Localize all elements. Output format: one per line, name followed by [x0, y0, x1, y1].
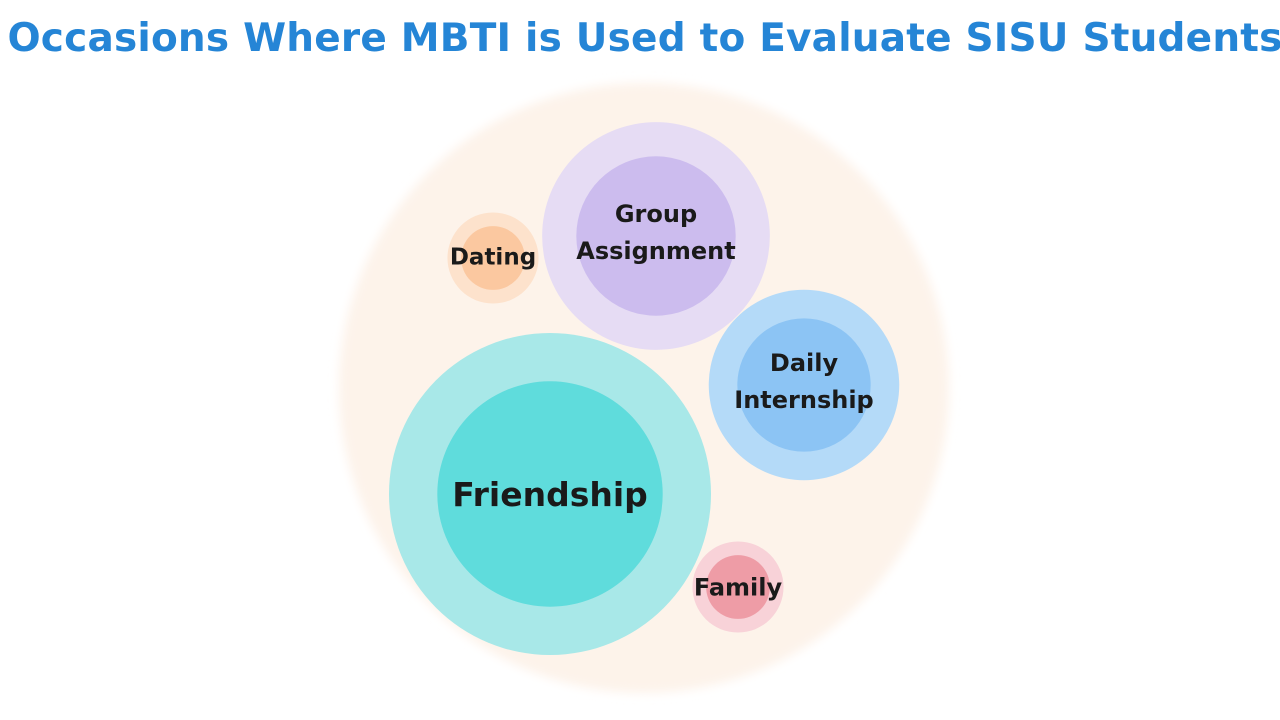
bubble-label-family: Family — [694, 574, 783, 602]
bubble-inner-daily-internship — [737, 318, 871, 452]
chart-title: Occasions Where MBTI is Used to Evaluate… — [7, 16, 1280, 61]
bubble-label-line: Group — [615, 200, 697, 228]
bubble-label-line: Daily — [770, 349, 839, 377]
bubble-label-line: Family — [694, 574, 783, 602]
bubble-label-dating: Dating — [450, 244, 536, 270]
bubble-inner-friendship — [437, 381, 663, 607]
bubble-label-line: Internship — [734, 386, 873, 414]
bubble-label-friendship: Friendship — [452, 475, 648, 514]
bubble-label-line: Assignment — [576, 237, 735, 265]
bubble-label-line: Friendship — [452, 475, 648, 514]
bubble-inner-group-assignment — [576, 156, 736, 316]
bubble-inner-family — [706, 555, 770, 619]
bubble-inner-dating — [461, 226, 525, 290]
bubble-label-line: Dating — [450, 244, 536, 270]
